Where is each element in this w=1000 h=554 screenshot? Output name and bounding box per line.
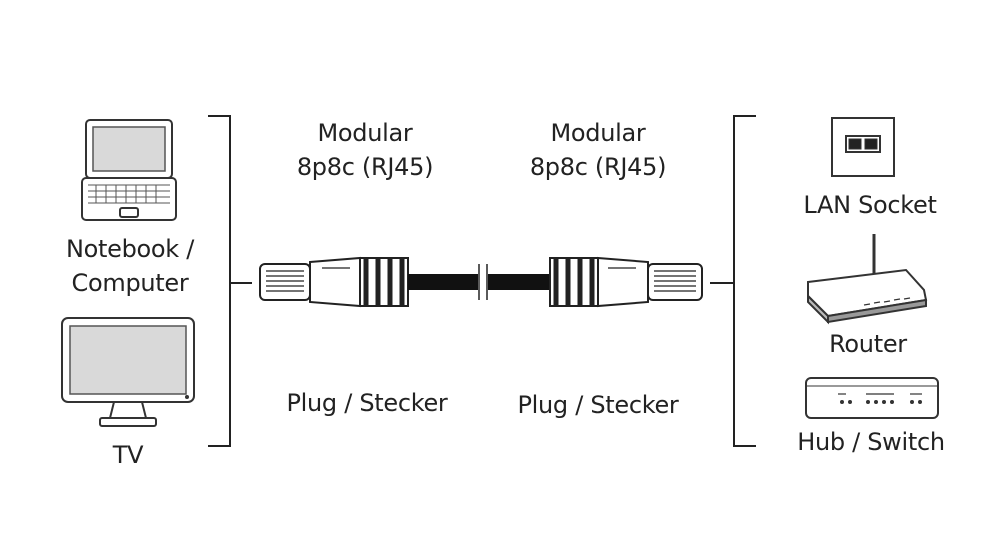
left-plug-icon <box>259 256 409 308</box>
label-notebook: Notebook / <box>65 235 195 263</box>
cable <box>408 264 550 300</box>
right-plug-icon <box>549 256 703 308</box>
label-left-plug: Plug / Stecker <box>286 389 448 417</box>
right-bracket <box>710 115 756 447</box>
left-bracket <box>208 115 252 447</box>
label-left-connector: Modular 8p8c (RJ45) <box>265 116 465 184</box>
label-right-plug: Plug / Stecker <box>517 391 679 419</box>
notebook-icon <box>81 119 177 221</box>
label-hub-switch: Hub / Switch <box>797 428 945 456</box>
tv-icon <box>61 317 195 427</box>
label-router: Router <box>829 330 907 358</box>
label-right-8p8c: 8p8c (RJ45) <box>529 153 667 181</box>
hub-switch-icon <box>805 377 939 419</box>
label-lan-socket: LAN Socket <box>803 191 937 219</box>
label-right-connector: Modular 8p8c (RJ45) <box>498 116 698 184</box>
label-right-modular: Modular <box>550 119 646 147</box>
label-computer: Computer <box>71 269 189 297</box>
label-tv: TV <box>112 441 144 469</box>
lan-socket-icon <box>831 117 895 177</box>
label-notebook-computer: Notebook / Computer <box>40 232 220 300</box>
label-left-modular: Modular <box>317 119 413 147</box>
label-left-8p8c: 8p8c (RJ45) <box>296 153 434 181</box>
router-icon <box>807 234 928 325</box>
